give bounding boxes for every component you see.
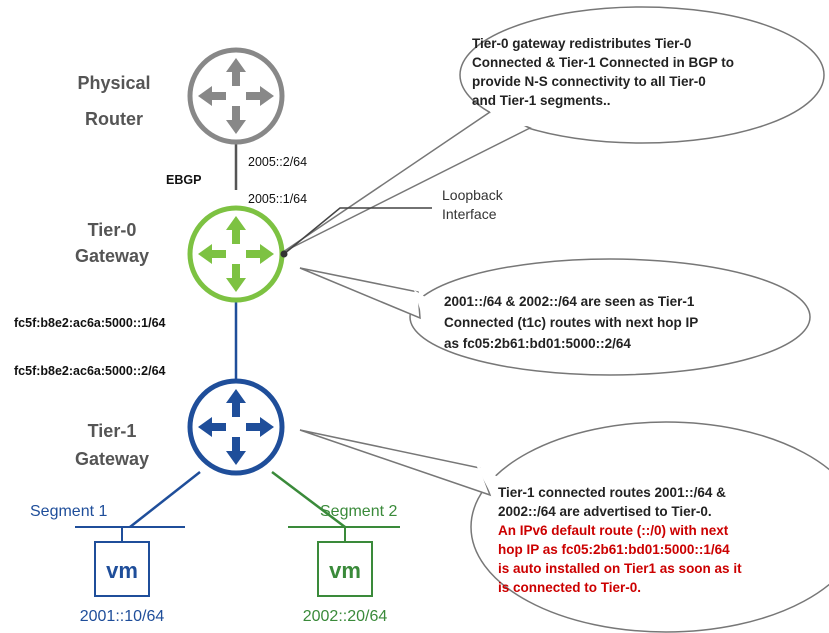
callout-bottom-red-line: is connected to Tier-0. (498, 580, 641, 595)
vm1-ip: 2001::10/64 (80, 608, 165, 625)
loopback-dot (280, 250, 288, 258)
tier1-name-line2: Gateway (75, 449, 149, 469)
loopback-leader-line (283, 207, 432, 255)
vm-segment1: vm (94, 541, 150, 597)
callout-bottom-red-line: is auto installed on Tier1 as soon as it (498, 561, 742, 576)
tier0-downlink-ip: fc5f:b8e2:ac6a:5000::1/64 (14, 316, 166, 330)
callout-middle-bubble (409, 258, 811, 376)
callout-bottom-line: Tier-1 connected routes 2001::/64 & (498, 485, 726, 500)
physical-router-name-line2: Router (85, 109, 143, 129)
tier0-name-line1: Tier-0 (88, 220, 137, 240)
loopback-label-line2: Interface (442, 206, 497, 222)
vm2-ip: 2002::20/64 (303, 608, 388, 625)
vm-label: vm (106, 558, 138, 583)
tier1-name-line1: Tier-1 (88, 421, 137, 441)
callout-bottom-bubble (470, 421, 829, 633)
physical-router (187, 47, 285, 145)
loopback-label-line1: Loopback (442, 187, 504, 203)
vm-icon (94, 541, 150, 597)
callout-top-pointer (282, 111, 532, 253)
segment2-link (271, 471, 346, 528)
callout-bottom-pointer (299, 429, 492, 497)
vm-label: vm (329, 558, 361, 583)
tier0-name-line2: Gateway (75, 246, 149, 266)
callout-bottom-line: 2002::/64 are advertised to Tier-0. (498, 504, 712, 519)
tier0-gateway (187, 205, 285, 303)
vm-icon (317, 541, 373, 597)
callout-top-line: and Tier-1 segments.. (472, 93, 611, 108)
segment2-label: Segment 2 (320, 503, 397, 520)
callout-middle-pointer (299, 267, 421, 320)
callout-bottom-red-line: hop IP as fc05:2b61:bd01:5000::1/64 (498, 542, 730, 557)
ebgp-label: EBGP (166, 173, 201, 187)
tier1-gateway (187, 378, 285, 476)
callout-top-bubble (459, 6, 825, 144)
tier1-uplink-ip: fc5f:b8e2:ac6a:5000::2/64 (14, 364, 166, 378)
callout-top-line: provide N-S connectivity to all Tier-0 (472, 74, 706, 89)
callout-middle-line: as fc05:2b61:bd01:5000::2/64 (444, 336, 631, 351)
callout-top-line: Tier-0 gateway redistributes Tier-0 (472, 36, 691, 51)
segment1-label: Segment 1 (30, 503, 107, 520)
callout-top-line: Connected & Tier-1 Connected in BGP to (472, 55, 734, 70)
callout-middle-line: Connected (t1c) routes with next hop IP (444, 315, 698, 330)
physical-router-ip: 2005::2/64 (248, 155, 307, 169)
physical-router-name-line1: Physical (77, 73, 150, 93)
tier0-uplink-ip: 2005::1/64 (248, 192, 307, 206)
vm-segment2: vm (317, 541, 373, 597)
segment1-link (129, 471, 201, 528)
callout-bottom-red-line: An IPv6 default route (::/0) with next (498, 523, 729, 538)
callout-middle-line: 2001::/64 & 2002::/64 are seen as Tier-1 (444, 294, 695, 309)
